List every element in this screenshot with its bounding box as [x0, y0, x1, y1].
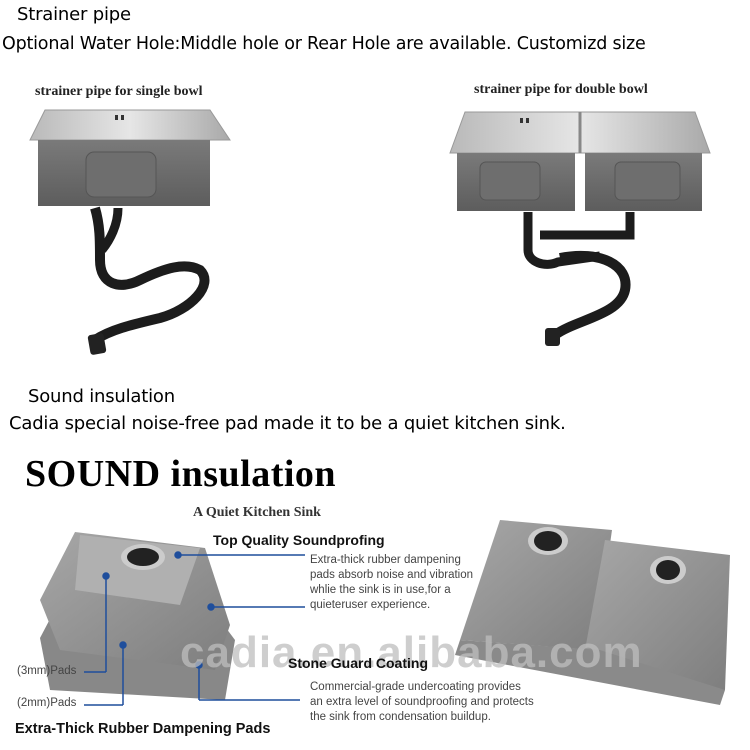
header-subtitle: Optional Water Hole:Middle hole or Rear … — [2, 34, 646, 54]
feature-line: pads absorb noise and vibration — [310, 569, 474, 581]
sound-section-description: Cadia special noise-free pad made it to … — [9, 413, 566, 434]
feature-text-stone-guard: Commercial-grade undercoating provides a… — [310, 680, 534, 725]
pad-label-3mm: (3mm)Pads — [17, 665, 77, 677]
feature-line: whlie the sink is in use,for a — [310, 584, 451, 596]
watermark: cadia.en.alibaba.com — [180, 628, 643, 677]
feature-heading-stone-guard: Stone Guard Coating — [288, 655, 428, 671]
feature-line: quieteruser experience. — [310, 599, 431, 611]
sound-section-title: Sound insulation — [28, 386, 175, 407]
sound-double-sink-image — [455, 520, 730, 705]
single-bowl-sink-image — [29, 109, 231, 355]
feature-line: the sink from condensation buildup. — [310, 711, 491, 723]
feature-heading-soundproofing: Top Quality Soundprofing — [213, 532, 385, 548]
single-bowl-caption: strainer pipe for single bowl — [35, 84, 203, 99]
banner-title: SOUND insulation — [25, 453, 337, 495]
feature-line: Extra-thick rubber dampening — [310, 554, 461, 566]
pad-label-2mm: (2mm)Pads — [17, 697, 77, 709]
feature-line: Commercial-grade undercoating provides — [310, 681, 521, 693]
feature-line: an extra level of soundproofing and prot… — [310, 696, 534, 708]
header-title: Strainer pipe — [17, 4, 131, 25]
double-bowl-caption: strainer pipe for double bowl — [474, 82, 648, 97]
double-bowl-sink-image — [449, 111, 711, 346]
sound-single-sink-image — [40, 532, 235, 700]
callout-lines — [84, 551, 305, 706]
banner-subtitle: A Quiet Kitchen Sink — [193, 505, 321, 520]
feature-text-soundproofing: Extra-thick rubber dampening pads absorb… — [310, 553, 473, 613]
feature-heading-rubber-pads: Extra-Thick Rubber Dampening Pads — [15, 721, 271, 737]
